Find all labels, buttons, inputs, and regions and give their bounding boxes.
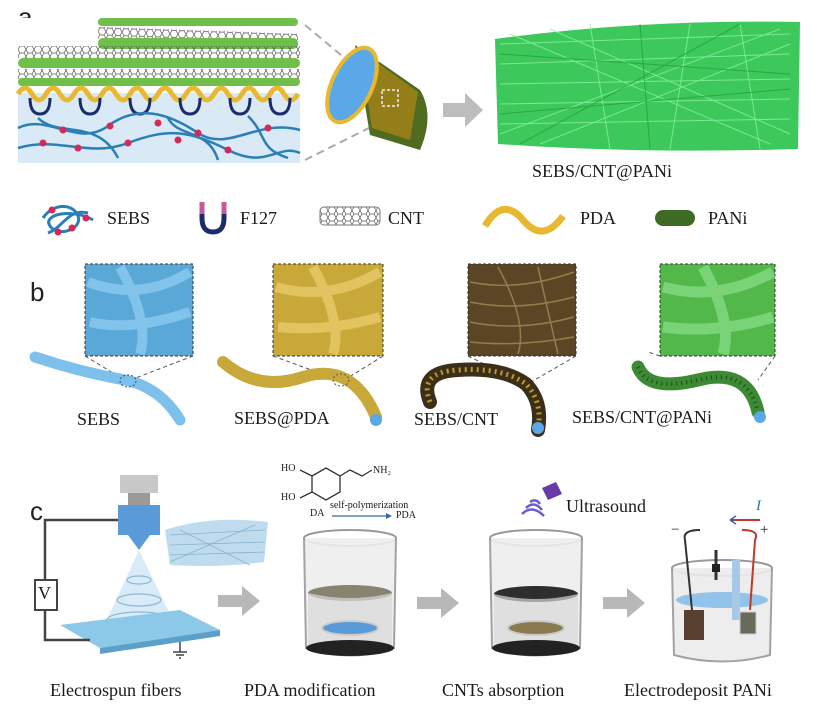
pani-fiber-mat-illustration	[495, 21, 800, 151]
step-label-electrospun: Electrospun fibers	[50, 680, 182, 700]
fiber-pda-illustration	[217, 263, 384, 426]
electrode-plus: +	[760, 522, 769, 538]
panel-b-letter: b	[30, 277, 45, 307]
fiber-label-sebs-cnt: SEBS/CNT	[414, 409, 499, 429]
step-label-pda: PDA modification	[244, 680, 376, 700]
chem-da: DA	[310, 508, 325, 519]
arrow-right-icon	[603, 588, 645, 618]
green-capsule-icon	[655, 210, 695, 226]
fiber-label-sebs-pda: SEBS@PDA	[234, 408, 330, 428]
chem-oh2: HO	[281, 492, 296, 503]
ultrasound-probe-icon	[521, 482, 562, 517]
voltmeter-label: V	[38, 583, 51, 603]
legend-label-pda: PDA	[580, 208, 617, 228]
electrode-minus: −	[671, 522, 680, 538]
electrospinning-setup-illustration	[34, 475, 268, 659]
wave-layer-icon	[481, 206, 566, 235]
fiber-pani-illustration	[631, 263, 776, 423]
fiber-cross-section-illustration	[304, 24, 428, 161]
fiber-label-sebs: SEBS	[77, 409, 121, 429]
beaker-cnt-illustration	[489, 529, 583, 657]
reaction-arrow-icon	[332, 513, 392, 519]
layered-structure-illustration	[15, 18, 301, 163]
legend-label-pani: PANi	[708, 208, 748, 228]
nanotube-icon	[319, 206, 381, 226]
current-label: I	[756, 498, 761, 514]
fiber-cnt-illustration	[420, 263, 577, 437]
legend-label-sebs: SEBS	[107, 208, 151, 228]
arrow-right-icon	[417, 588, 459, 618]
step-label-cnt: CNTs absorption	[442, 680, 565, 700]
composite-label-a: SEBS/CNT@PANi	[532, 161, 672, 181]
arrow-right-icon	[443, 93, 483, 127]
fiber-sebs-illustration	[29, 263, 194, 426]
chem-oh1: HO	[281, 463, 296, 474]
dopamine-structure-icon	[299, 467, 373, 501]
legend-label-cnt: CNT	[388, 208, 424, 228]
arrow-right-icon	[218, 586, 260, 616]
ultrasound-label: Ultrasound	[566, 496, 646, 516]
beaker-pda-illustration	[303, 529, 397, 657]
step-label-pani: Electrodeposit PANi	[624, 680, 772, 700]
panel-c-letter: c	[30, 496, 43, 526]
fiber-label-sebs-cnt-pani: SEBS/CNT@PANi	[572, 407, 712, 427]
electrodeposition-cell-illustration	[671, 515, 773, 663]
polymer-coil-icon	[41, 205, 94, 236]
legend-label-f127: F127	[240, 208, 278, 228]
chem-nh2: NH₂	[373, 465, 391, 476]
u-surfactant-icon	[199, 202, 227, 235]
chem-reaction: self-polymerization	[330, 500, 409, 511]
chem-product: PDA	[396, 510, 417, 521]
